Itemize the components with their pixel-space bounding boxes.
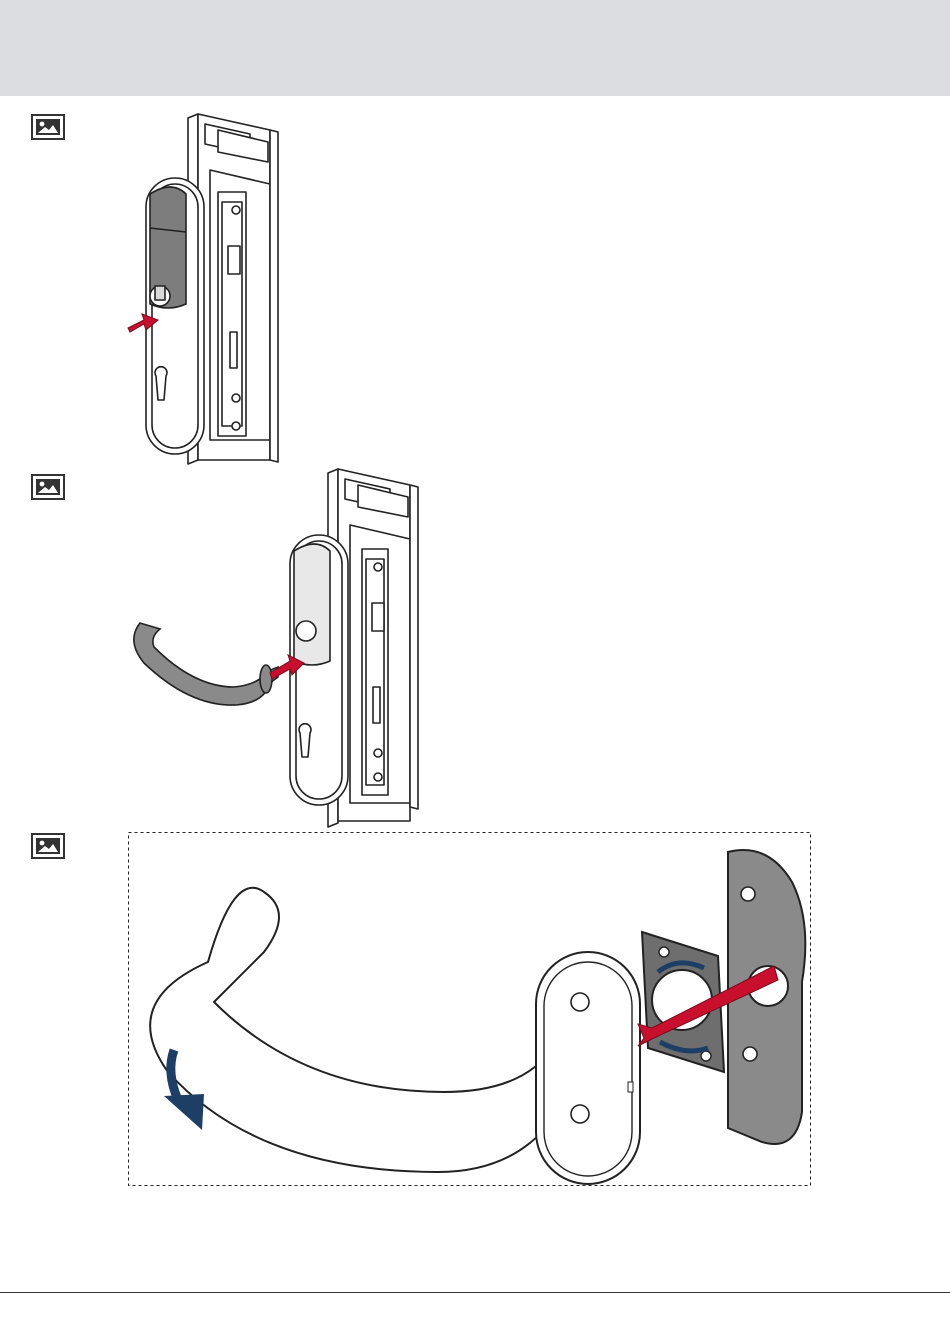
step1-illustration — [110, 110, 300, 470]
header-band — [0, 0, 950, 96]
image-icon — [31, 474, 65, 500]
footer-rule — [0, 1292, 950, 1293]
image-icon — [31, 114, 65, 140]
image-icon — [31, 833, 65, 859]
step2-illustration — [120, 465, 430, 830]
step3-detail-illustration — [128, 832, 811, 1186]
